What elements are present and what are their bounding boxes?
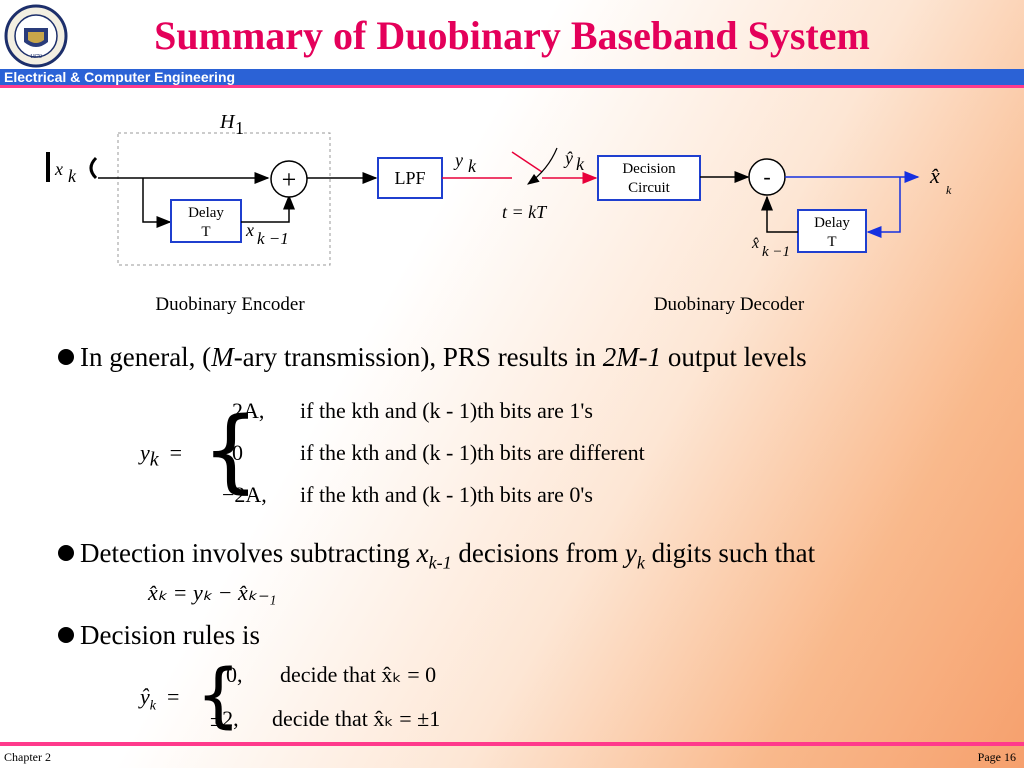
decoder-delay-label-1: Delay bbox=[814, 215, 850, 231]
university-seal-icon: 1870 bbox=[4, 4, 68, 68]
lpf-label: LPF bbox=[394, 168, 425, 188]
seal-year: 1870 bbox=[30, 54, 42, 60]
eq3-lhs: ŷk = bbox=[140, 684, 180, 714]
delayed-label: x bbox=[245, 220, 254, 240]
duobinary-block-diagram: H 1 x k Delay T x k −1 + LPF y k t = kT … bbox=[46, 111, 952, 315]
eq1-case3-condition: if the kth and (k - 1)th bits are 0's bbox=[300, 482, 593, 507]
page-title: Summary of Duobinary Baseband System bbox=[154, 13, 870, 58]
output-label: x̂ bbox=[929, 163, 940, 188]
eq3-case1-value: 0, bbox=[226, 662, 243, 687]
subtractor-symbol: - bbox=[763, 164, 770, 189]
eq2-detection: x̂ₖ = yₖ − x̂ₖ₋₁ bbox=[148, 580, 277, 605]
decision-label-1: Decision bbox=[622, 161, 676, 177]
footer-divider bbox=[0, 742, 1024, 746]
encoder-delay-box bbox=[170, 199, 242, 243]
delayed-sub: k −1 bbox=[257, 229, 289, 248]
bullet-1: In general, (M-ary transmission), PRS re… bbox=[58, 342, 807, 373]
eq1-case1-condition: if the kth and (k - 1)th bits are 1's bbox=[300, 398, 593, 423]
feedback-sub: k −1 bbox=[762, 244, 790, 260]
sampling-label: t = kT bbox=[502, 202, 548, 222]
eq1-case2-value: 0 bbox=[232, 440, 243, 465]
eq1-lhs: yk = bbox=[140, 440, 183, 471]
yhat-sub: k bbox=[576, 154, 585, 174]
decoder-delay-label-2: T bbox=[827, 234, 836, 250]
input-sub: k bbox=[68, 166, 77, 186]
eq3-brace: { bbox=[196, 654, 241, 736]
eq1-case2-condition: if the kth and (k - 1)th bits are differ… bbox=[300, 440, 645, 465]
eq1-case3-value: −2A, bbox=[222, 482, 267, 507]
decision-circuit-box bbox=[597, 155, 701, 201]
department-label: Electrical & Computer Engineering bbox=[4, 69, 236, 85]
eq1-brace: { bbox=[202, 398, 260, 503]
input-label: x bbox=[54, 159, 63, 179]
y-sub: k bbox=[468, 156, 477, 176]
encoder-delay-label-1: Delay bbox=[188, 205, 224, 221]
bullet-3: Decision rules is bbox=[58, 620, 260, 651]
lpf-box bbox=[377, 157, 443, 199]
eq1-case1-value: 2A, bbox=[232, 398, 265, 423]
decoder-caption: Duobinary Decoder bbox=[654, 294, 805, 315]
bullet-2: Detection involves subtracting xk-1 deci… bbox=[58, 538, 815, 573]
department-bar: Electrical & Computer Engineering bbox=[0, 69, 1024, 85]
h1-sub: 1 bbox=[235, 118, 244, 138]
encoder-delay-label-2: T bbox=[201, 224, 210, 240]
decoder-delay-box bbox=[797, 209, 867, 253]
footer-page: Page 16 bbox=[977, 750, 1016, 764]
h1-region bbox=[117, 132, 331, 266]
footer-chapter: Chapter 2 bbox=[4, 750, 51, 764]
header-divider bbox=[0, 85, 1024, 88]
eq3-case2-condition: decide that x̂ₖ = ±1 bbox=[272, 706, 441, 731]
decision-label-2: Circuit bbox=[628, 180, 670, 196]
yhat-label: ŷ bbox=[563, 148, 573, 168]
h1-label: H bbox=[219, 111, 236, 133]
bullet-dot bbox=[58, 349, 74, 365]
adder-symbol: + bbox=[282, 165, 297, 194]
encoder-caption: Duobinary Encoder bbox=[155, 294, 305, 315]
feedback-label: x̂ bbox=[751, 235, 759, 252]
bullet-dot bbox=[58, 545, 74, 561]
y-label: y bbox=[453, 150, 463, 170]
eq3-case1-condition: decide that x̂ₖ = 0 bbox=[280, 662, 437, 687]
bullet-dot bbox=[58, 627, 74, 643]
output-sub: k bbox=[946, 183, 952, 197]
adder-node bbox=[270, 160, 308, 198]
eq3-case2-value: ±2, bbox=[210, 706, 239, 731]
